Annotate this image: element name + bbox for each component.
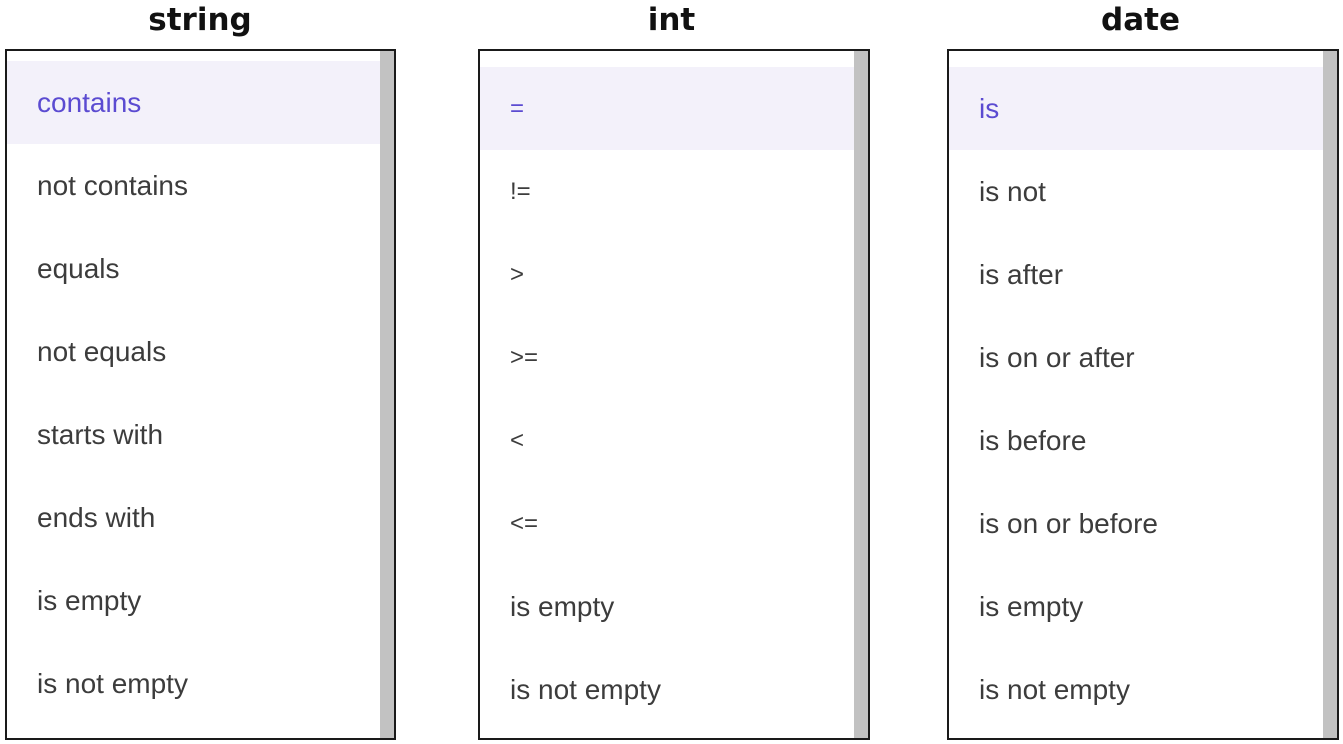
string-option-ends-with[interactable]: ends with	[37, 502, 156, 533]
string-column-title: string	[148, 2, 252, 38]
int-list-scrollbar[interactable]	[854, 51, 868, 738]
int-option-is-not-empty[interactable]: is not empty	[510, 674, 661, 705]
string-option-list: contains not contains equals not equals …	[7, 61, 380, 725]
date-option-list: is is not is after is on or after is bef…	[949, 67, 1323, 731]
date-operator-list: is is not is after is on or after is bef…	[947, 49, 1339, 740]
string-list-scrollbar[interactable]	[380, 51, 394, 738]
date-option-is-not[interactable]: is not	[979, 176, 1046, 207]
string-option-not-equals[interactable]: not equals	[37, 336, 167, 367]
int-option-greater-or-equal[interactable]: >=	[510, 344, 539, 371]
string-option-contains[interactable]: contains	[7, 61, 380, 144]
date-option-is[interactable]: is	[949, 67, 1323, 150]
int-option-not-equal[interactable]: !=	[510, 178, 531, 205]
string-option-equals[interactable]: equals	[37, 253, 120, 284]
int-column-title: int	[647, 2, 696, 38]
int-option-equal[interactable]: =	[480, 67, 854, 150]
int-option-less-than[interactable]: <	[510, 427, 525, 454]
date-option-is-empty[interactable]: is empty	[979, 591, 1084, 622]
date-option-is-on-or-after[interactable]: is on or after	[979, 342, 1135, 373]
date-column-title: date	[1101, 2, 1180, 38]
string-option-is-not-empty[interactable]: is not empty	[37, 668, 188, 699]
string-operator-list: contains not contains equals not equals …	[5, 49, 396, 740]
date-option-is-before[interactable]: is before	[979, 425, 1087, 456]
int-operator-list: = != > >= < <= is empty is not empty	[478, 49, 870, 740]
date-option-is-on-or-before[interactable]: is on or before	[979, 508, 1158, 539]
int-option-less-or-equal[interactable]: <=	[510, 510, 539, 537]
string-option-is-empty[interactable]: is empty	[37, 585, 142, 616]
date-option-is-not-empty[interactable]: is not empty	[979, 674, 1130, 705]
date-list-scrollbar[interactable]	[1323, 51, 1337, 738]
string-option-starts-with[interactable]: starts with	[37, 419, 164, 450]
string-option-not-contains[interactable]: not contains	[37, 170, 188, 201]
date-option-is-after[interactable]: is after	[979, 259, 1064, 290]
int-option-is-empty[interactable]: is empty	[510, 591, 615, 622]
int-option-greater-than[interactable]: >	[510, 261, 525, 288]
int-option-list: = != > >= < <= is empty is not empty	[480, 67, 854, 731]
